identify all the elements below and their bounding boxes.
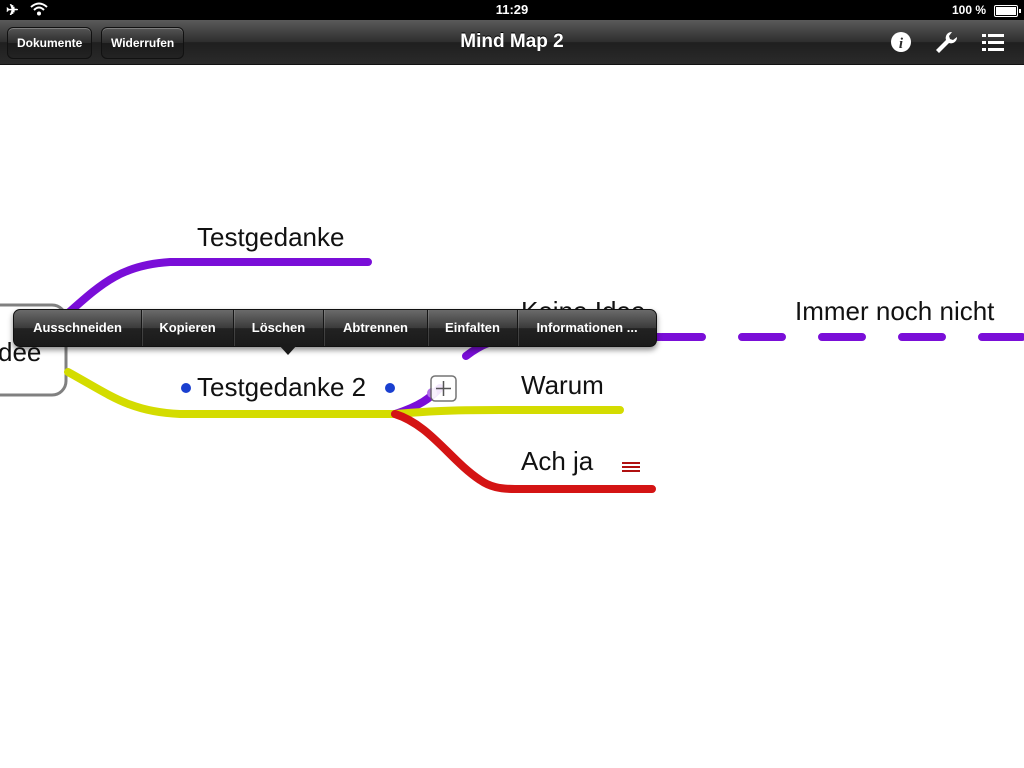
menu-item-copy[interactable]: Kopieren — [142, 310, 234, 346]
add-child-icon — [430, 375, 457, 402]
battery-icon — [994, 5, 1021, 17]
battery-percent: 100 % — [951, 3, 986, 17]
list-icon[interactable] — [979, 29, 1007, 55]
menu-item-delete[interactable]: Löschen — [234, 310, 324, 346]
node-warum[interactable]: Warum — [521, 370, 604, 400]
selection-handle-right — [385, 383, 395, 393]
undo-button[interactable]: Widerrufen — [101, 27, 185, 59]
info-icon[interactable]: i — [887, 29, 915, 55]
page-title: Mind Map 2 — [460, 31, 564, 52]
node-ach-ja[interactable]: Ach ja — [521, 446, 594, 476]
selection-handle-left — [181, 383, 191, 393]
note-icon — [622, 462, 640, 472]
context-menu: Ausschneiden Kopieren Löschen Abtrennen … — [13, 309, 657, 347]
menu-item-cut[interactable]: Ausschneiden — [14, 310, 142, 346]
wrench-icon[interactable] — [932, 29, 960, 55]
navigation-bar: Dokumente Widerrufen Mind Map 2 i — [0, 20, 1024, 65]
branch-testgedanke — [62, 258, 372, 319]
menu-item-info[interactable]: Informationen ... — [536, 320, 638, 335]
documents-button[interactable]: Dokumente — [7, 27, 93, 59]
status-time: 11:29 — [495, 2, 529, 17]
menu-item-collapse[interactable]: Einfalten — [428, 310, 518, 346]
branch-ach-ja — [391, 410, 656, 493]
branch-testgedanke-2 — [64, 368, 399, 418]
menu-item-detach[interactable]: Abtrennen — [324, 310, 428, 346]
airplane-icon: ✈ — [6, 2, 19, 19]
svg-text:i: i — [899, 36, 904, 52]
wifi-icon — [30, 2, 48, 16]
node-testgedanke-2[interactable]: Testgedanke 2 — [197, 372, 367, 402]
node-immer-noch-nicht[interactable]: Immer noch nicht — [795, 296, 995, 326]
status-bar: ✈ 11:29 100 % — [0, 0, 1024, 20]
context-menu-pointer — [278, 344, 298, 355]
branch-warum — [391, 406, 624, 418]
node-testgedanke[interactable]: Testgedanke — [197, 222, 345, 252]
